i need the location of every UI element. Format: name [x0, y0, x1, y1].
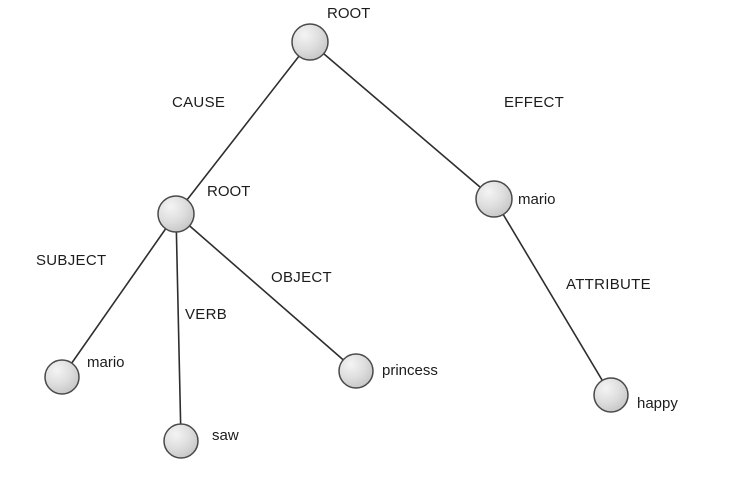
edge-label-verb: VERB — [185, 306, 227, 323]
node-label-princess: princess — [382, 362, 438, 379]
tree-node-mario-right — [475, 180, 513, 218]
node-label-mario-left: mario — [87, 354, 125, 371]
edge-subject — [61, 213, 177, 378]
tree-node-root-top — [291, 23, 329, 61]
edge-verb — [175, 213, 182, 442]
node-label-mario-right: mario — [518, 191, 556, 208]
tree-node-saw — [163, 423, 199, 459]
edge-attribute — [493, 198, 612, 396]
edge-label-attribute: ATTRIBUTE — [566, 276, 651, 293]
edge-object — [175, 213, 357, 372]
nodes-layer — [44, 23, 629, 459]
tree-node-happy — [593, 377, 629, 413]
edge-label-subject: SUBJECT — [36, 252, 106, 269]
edges-layer — [61, 41, 612, 442]
tree-node-root-left — [157, 195, 195, 233]
node-label-root-top: ROOT — [327, 5, 370, 22]
node-label-root-left: ROOT — [207, 183, 250, 200]
labels-layer: CAUSE EFFECT SUBJECT VERB OBJECT ATTRIBUTE ROO… — [36, 5, 678, 444]
node-label-saw: saw — [212, 427, 239, 444]
tree-node-mario-left — [44, 359, 80, 395]
edge-cause — [175, 41, 311, 215]
edge-label-effect: EFFECT — [504, 94, 564, 111]
edge-effect — [309, 41, 495, 200]
edge-label-object: OBJECT — [271, 269, 332, 286]
tree-node-princess — [338, 353, 374, 389]
edge-label-cause: CAUSE — [172, 94, 225, 111]
node-label-happy: happy — [637, 395, 678, 412]
